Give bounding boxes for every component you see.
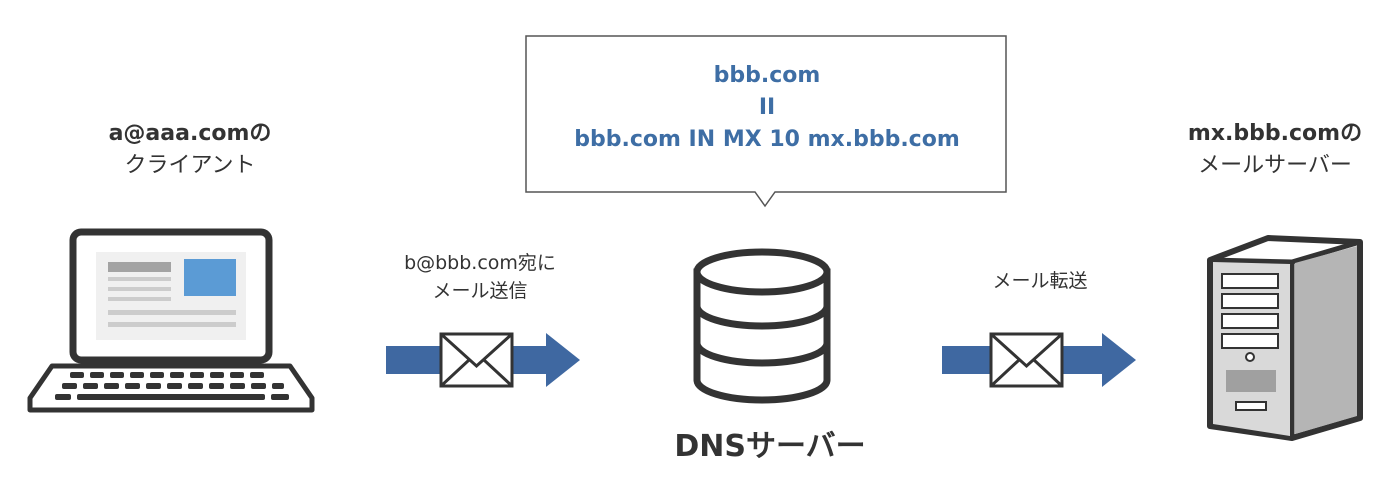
callout-text: bbb.com II bbb.com IN MX 10 mx.bbb.com [526,60,1008,156]
client-role: クライアント [40,150,340,182]
server-host: mx.bbb.comの [1150,118,1400,150]
server-role: メールサーバー [1150,150,1400,182]
client-label: a@aaa.comの クライアント [40,118,340,182]
send-label: b@bbb.com宛に メール送信 [370,250,590,305]
server-icon [1210,238,1360,438]
database-icon [697,252,827,400]
client-address: a@aaa.comの [40,118,340,150]
envelope-icon [991,334,1062,386]
callout-mx-record: bbb.com IN MX 10 mx.bbb.com [526,124,1008,156]
envelope-icon [441,334,512,386]
callout-equals: II [526,92,1008,124]
forward-label: メール転送 [930,268,1150,296]
send-line1: b@bbb.com宛に [370,250,590,278]
server-label: mx.bbb.comの メールサーバー [1150,118,1400,182]
laptop-icon [30,232,312,410]
callout-domain: bbb.com [526,60,1008,92]
dns-server-label: DNSサーバー [640,425,900,469]
send-line2: メール送信 [370,278,590,306]
